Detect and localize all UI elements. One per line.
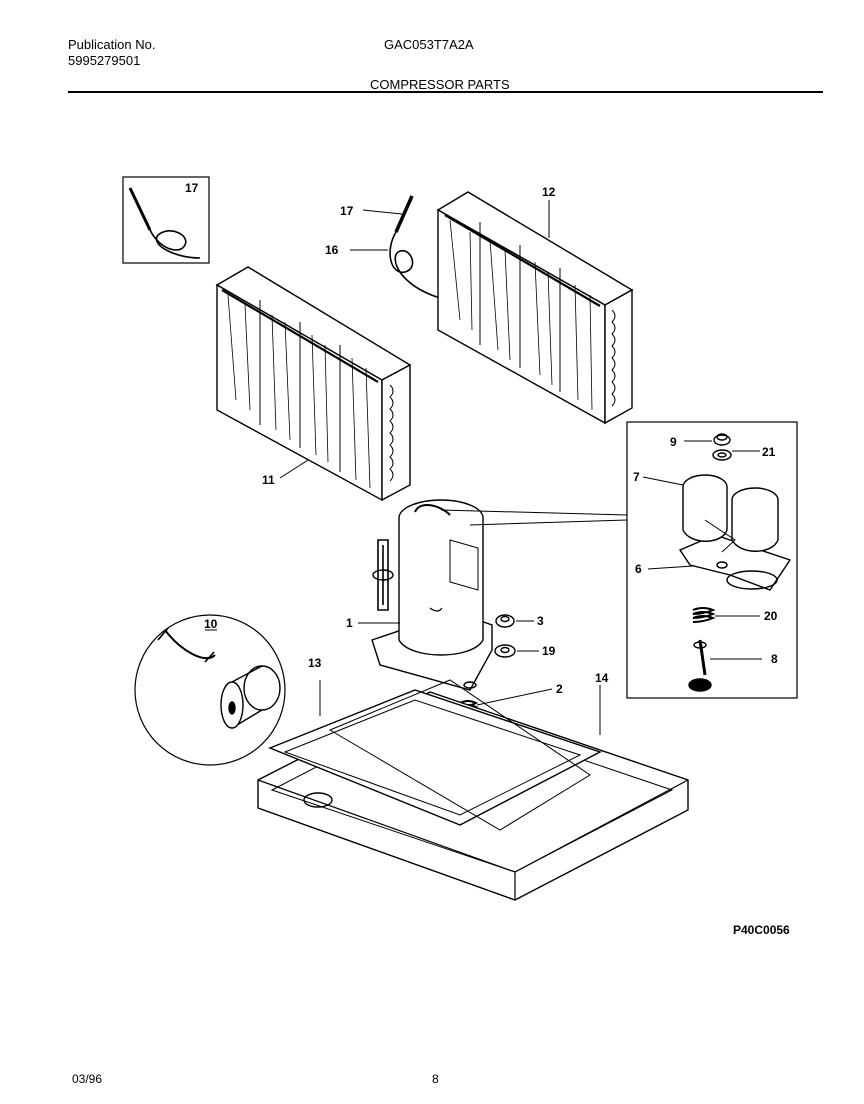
- callout-16: 16: [325, 243, 339, 257]
- callout-7: 7: [633, 470, 640, 484]
- callout-labels: 17 17 16 12 11 9 21 7 6 20 8 1 3 19 2 14…: [185, 181, 778, 696]
- inset-clamp-10: [134, 614, 286, 766]
- sensor-capillary-16: [350, 195, 441, 299]
- grommets: [494, 614, 539, 658]
- callout-2: 2: [556, 682, 563, 696]
- publication-number: 5995279501: [68, 53, 141, 68]
- detail-box-mount-parts: [440, 421, 798, 699]
- compressor-1: [358, 499, 493, 691]
- callout-19: 19: [542, 644, 556, 658]
- drawing-code: P40C0056: [733, 923, 790, 937]
- callout-13: 13: [308, 656, 322, 670]
- callout-3: 3: [537, 614, 544, 628]
- model-number: GAC053T7A2A: [384, 37, 474, 52]
- callout-8: 8: [771, 652, 778, 666]
- footer-date: 03/96: [72, 1072, 103, 1086]
- callout-21: 21: [762, 445, 776, 459]
- inset-sensor-17: [122, 176, 210, 264]
- callout-17-inset: 17: [185, 181, 199, 195]
- callout-17: 17: [340, 204, 354, 218]
- coil-11: [215, 266, 412, 502]
- callout-14: 14: [595, 671, 609, 685]
- callout-9: 9: [670, 435, 677, 449]
- callout-20: 20: [764, 609, 778, 623]
- callout-10: 10: [204, 617, 218, 631]
- callout-11: 11: [262, 473, 275, 487]
- callout-1: 1: [346, 616, 353, 630]
- section-title: COMPRESSOR PARTS: [370, 77, 510, 92]
- publication-label: Publication No.: [68, 37, 156, 52]
- page-number: 8: [432, 1072, 439, 1086]
- callout-12: 12: [542, 185, 556, 199]
- header-rule: [68, 91, 823, 93]
- callout-6: 6: [635, 562, 642, 576]
- coil-12: [436, 191, 634, 425]
- drain-pan-13: [268, 679, 602, 831]
